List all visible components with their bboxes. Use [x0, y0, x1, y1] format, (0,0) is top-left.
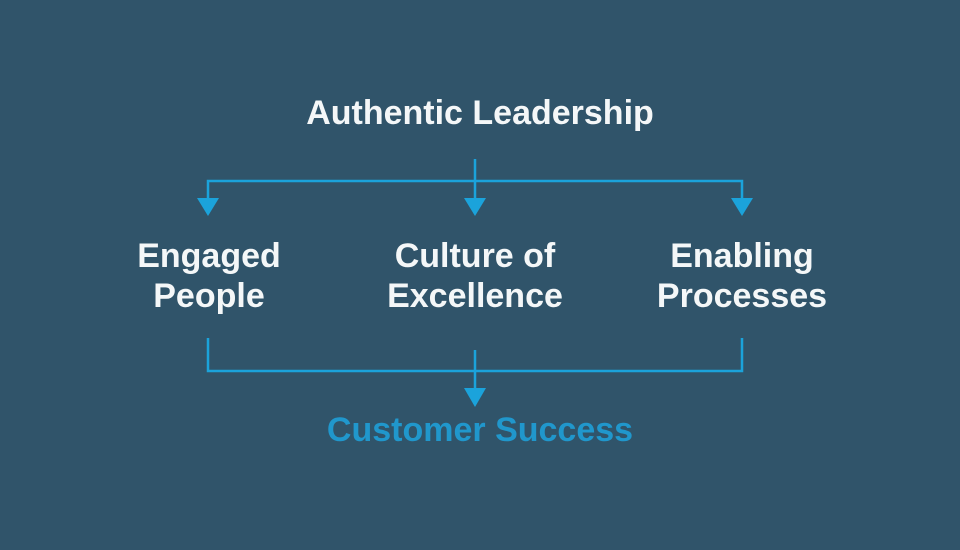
arrowhead-left-down-icon: [197, 198, 219, 216]
pillar-label-line: People: [153, 277, 265, 315]
pillar-label-line: Enabling: [670, 237, 814, 275]
pillar-label-line: Culture of: [394, 237, 556, 275]
arrowhead-outcome-down-icon: [464, 388, 486, 407]
bottom-merge-bracket-line: [206, 338, 744, 373]
top-branch-connector: [197, 159, 753, 216]
pillar-enabling-processes: Enabling Processes: [622, 236, 862, 316]
pillar-culture-of-excellence: Culture of Excellence: [355, 236, 595, 316]
arrowhead-center-down-icon: [464, 198, 486, 216]
pillar-engaged-people: Engaged People: [89, 236, 329, 316]
outcome-label: Customer Success: [326, 411, 634, 449]
diagram-title: Authentic Leadership: [306, 94, 654, 132]
bottom-merge-connector: [206, 338, 744, 407]
top-branch-bracket-line: [206, 179, 744, 200]
arrowhead-right-down-icon: [731, 198, 753, 216]
pillar-label-line: Engaged: [137, 237, 281, 275]
pillar-label-line: Processes: [656, 277, 828, 315]
pillar-label-line: Excellence: [387, 277, 563, 315]
